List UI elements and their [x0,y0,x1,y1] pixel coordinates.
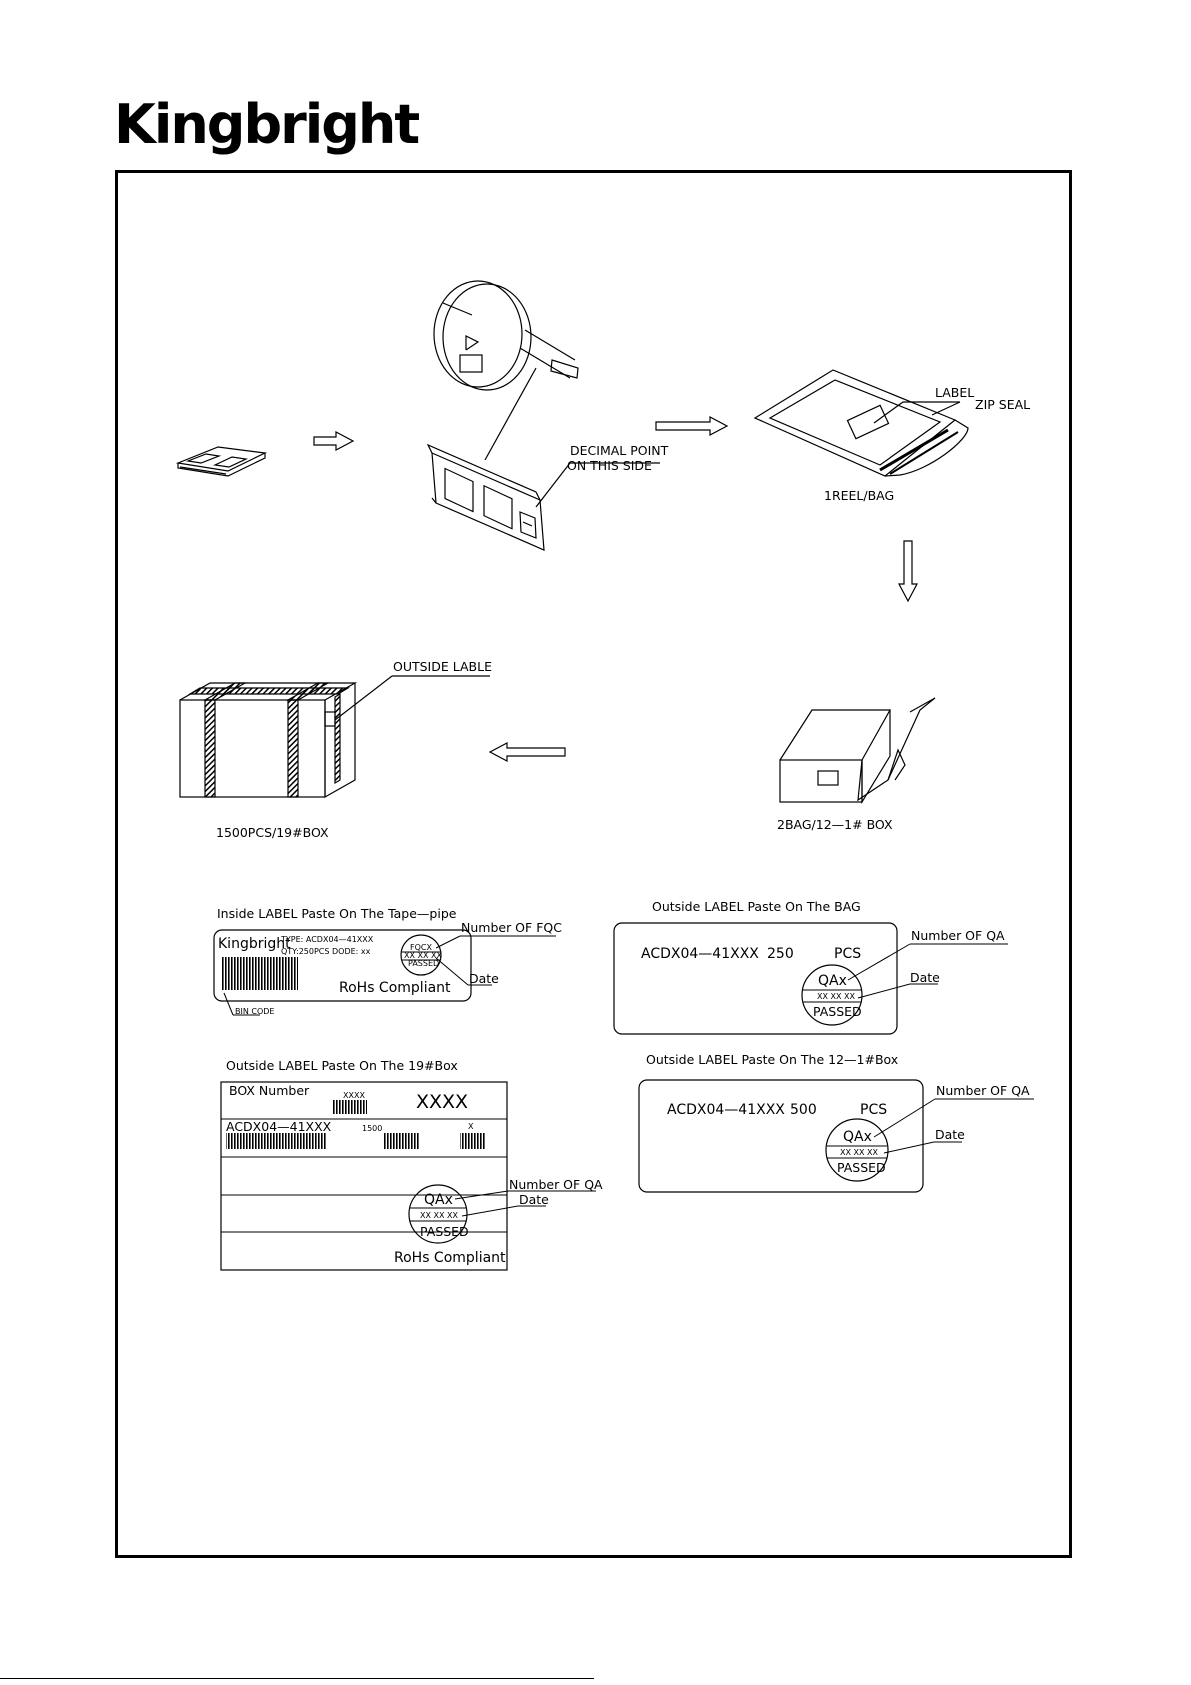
box12-stamp-mid: XX XX XX [840,1148,878,1157]
box19-date-callout: Date [519,1192,549,1207]
box12-caption: 2BAG/12—1# BOX [777,817,893,832]
box12-stamp-bottom: PASSED [837,1160,886,1175]
inside-stamp-bottom: PASSED [408,959,439,968]
box19-drawing [179,682,358,799]
bag-label: Outside LABEL Paste On The BAG ACDX04—41… [613,899,1008,1035]
box19-number-callout: Number OF QA [509,1177,603,1192]
decimal-point-line1: DECIMAL POINT [570,443,669,458]
box19-stamp-mid: XX XX XX [420,1211,458,1220]
inside-label-title: Inside LABEL Paste On The Tape—pipe [217,906,457,921]
outside-lable-text: OUTSIDE LABLE [393,659,492,674]
bag-drawing [753,369,969,477]
inside-label-type: TYPE: ACDX04—41XXX [280,935,374,944]
inside-label-qty: QTY:250PCS DODE: xx [281,947,371,956]
box19-rohs: RoHs Compliant [394,1250,506,1266]
box19-box-big: XXXX [416,1091,468,1113]
box19-stamp-top: QAx [424,1192,453,1208]
decimal-point-line2: ON THIS SIDE [567,458,652,473]
reel-drawing [433,280,579,461]
box12-qty: 500 [790,1102,817,1118]
inside-label-brand: Kingbright [218,936,291,952]
bag-stamp-bottom: PASSED [813,1004,862,1019]
arrow-left [488,742,566,762]
box12-unit: PCS [860,1102,887,1118]
carrier-tape-drawing [426,443,545,551]
inside-rohs: RoHs Compliant [339,980,451,996]
component-drawing [175,446,268,477]
box19-label: Outside LABEL Paste On The 19#Box BOX Nu… [220,1058,603,1271]
bag-label-text: LABEL [935,385,974,400]
box12-label-title: Outside LABEL Paste On The 12—1#Box [646,1052,898,1067]
box12-label: Outside LABEL Paste On The 12—1#Box ACDX… [638,1052,1034,1193]
box12-stamp-top: QAx [843,1129,872,1145]
inside-stamp-top: FQCX [410,943,432,952]
arrow-right-2 [655,416,729,436]
inside-stamp-mid: XX XX XX [404,951,442,960]
outside-label-leader [334,675,393,721]
zip-seal-text: ZIP SEAL [975,397,1030,412]
bag-qty: 250 [767,946,794,962]
bag-number-callout: Number OF QA [911,928,1005,943]
drawing-frame [115,170,1072,1558]
box19-box-number: BOX Number [229,1083,310,1098]
bag-part: ACDX04—41XXX [641,946,759,962]
inside-label-barcode [222,957,298,990]
box12-drawing [779,697,936,805]
bag-stamp-top: QAx [818,973,847,989]
inside-label: Inside LABEL Paste On The Tape—pipe King… [213,906,562,1016]
box19-caption: 1500PCS/19#BOX [216,825,329,840]
box19-label-title: Outside LABEL Paste On The 19#Box [226,1058,458,1073]
kingbright-logo: Kingbright [114,93,420,156]
box19-part: ACDX04—41XXX [226,1119,332,1134]
arrow-right-1 [313,431,355,451]
bin-code: BIN CODE [235,1007,274,1016]
reel-bag-caption: 1REEL/BAG [824,488,894,503]
box12-part: ACDX04—41XXX [667,1102,785,1118]
inside-date-callout: Date [469,971,499,986]
inside-number-callout: Number OF FQC [461,920,562,935]
box19-box-small: XXXX [343,1091,365,1100]
decimal-point-leader [535,462,571,508]
footer-rule [0,1678,594,1679]
box12-date-callout: Date [935,1127,965,1142]
box12-number-callout: Number OF QA [936,1083,1030,1098]
box19-qty: 1500 [362,1124,382,1133]
bag-date-callout: Date [910,970,940,985]
arrow-down [898,540,918,603]
box19-stamp-bottom: PASSED [420,1224,469,1239]
bag-stamp-mid: XX XX XX [817,992,855,1001]
bag-unit: PCS [834,946,861,962]
box19-x: X [468,1122,474,1131]
bag-label-title: Outside LABEL Paste On The BAG [652,899,861,914]
